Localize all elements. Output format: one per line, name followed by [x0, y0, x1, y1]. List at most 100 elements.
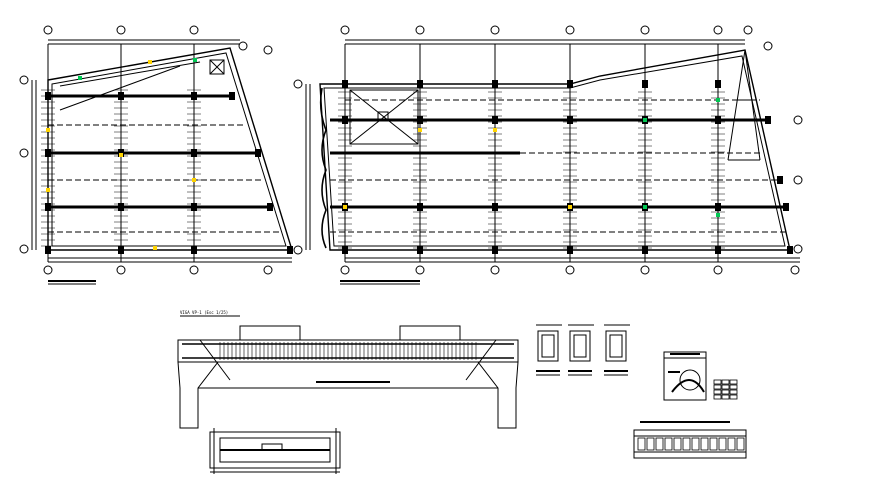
footing-cells: [637, 437, 745, 451]
column: [783, 203, 789, 211]
legend-cell: [721, 394, 730, 400]
yellow-marker: [568, 205, 572, 209]
column: [765, 116, 771, 124]
footing-cell: [691, 437, 700, 451]
section-core: [541, 334, 555, 358]
grid-bubbles-side-left: [19, 75, 29, 254]
legend-cell: [713, 394, 722, 400]
legend-cell: [729, 384, 738, 390]
column: [715, 116, 721, 124]
column: [417, 80, 423, 88]
grid-bubbles-bottom-right: [340, 265, 800, 275]
column: [567, 80, 573, 88]
column: [255, 149, 261, 157]
column: [417, 246, 423, 254]
green-marker: [78, 76, 82, 80]
green-marker: [716, 98, 720, 102]
legend-cell: [729, 394, 738, 400]
legend-cell: [729, 389, 738, 395]
section-core: [609, 334, 623, 358]
beam-plan-detail: [209, 428, 341, 474]
column: [642, 80, 648, 88]
legend-cell: [721, 384, 730, 390]
yellow-marker: [46, 128, 50, 132]
grid-bubbles-top-left: [43, 25, 273, 55]
legend-block: [663, 351, 707, 401]
column: [492, 80, 498, 88]
yellow-marker: [343, 205, 347, 209]
legend-cell: [713, 384, 722, 390]
column: [229, 92, 235, 100]
column: [777, 176, 783, 184]
footing-cell: [637, 437, 646, 451]
footing-cell: [736, 437, 745, 451]
yellow-marker: [192, 178, 196, 182]
column: [45, 246, 51, 254]
grid-bubbles-side-right: [293, 79, 803, 255]
column: [492, 246, 498, 254]
yellow-marker: [46, 188, 50, 192]
legend-cell: [713, 389, 722, 395]
column-section: [569, 330, 591, 362]
green-marker: [643, 118, 647, 122]
column: [715, 80, 721, 88]
column: [715, 203, 721, 211]
yellow-marker: [153, 246, 157, 250]
section-core: [573, 334, 587, 358]
column: [191, 246, 197, 254]
footing-cell: [682, 437, 691, 451]
green-marker: [716, 213, 720, 217]
legend-cell: [721, 379, 730, 385]
legend-cell: [729, 379, 738, 385]
footing-cell: [655, 437, 664, 451]
column: [118, 246, 124, 254]
beam-stirrups: [219, 342, 477, 360]
footing-cell: [664, 437, 673, 451]
footing-cell: [700, 437, 709, 451]
right-plan-columns: [338, 80, 793, 254]
left-plan-title-bar: [48, 280, 96, 285]
column: [267, 203, 273, 211]
column: [342, 246, 348, 254]
left-plan-columns: [41, 89, 293, 254]
column: [342, 80, 348, 88]
green-marker: [643, 205, 647, 209]
column: [191, 149, 197, 157]
yellow-marker: [493, 128, 497, 132]
grid-bubbles-top-right: [340, 25, 773, 51]
right-plan-title-bar: [340, 280, 420, 285]
column: [642, 246, 648, 254]
green-marker: [193, 58, 197, 62]
column: [492, 116, 498, 124]
column-sections: [536, 324, 630, 376]
yellow-marker: [418, 128, 422, 132]
right-floor-plan: [293, 25, 803, 275]
column: [45, 203, 51, 211]
yellow-marker: [148, 60, 152, 64]
legend-cell: [721, 389, 730, 395]
column: [342, 116, 348, 124]
column-markers: [46, 58, 720, 250]
column: [417, 203, 423, 211]
column: [191, 203, 197, 211]
column: [287, 246, 293, 254]
column-section: [605, 330, 627, 362]
column: [417, 116, 423, 124]
column: [45, 149, 51, 157]
column: [567, 246, 573, 254]
footing-cell: [727, 437, 736, 451]
grid-bubbles-bottom-left: [43, 265, 273, 275]
column: [492, 203, 498, 211]
column: [118, 203, 124, 211]
column-section: [537, 330, 559, 362]
footing-cell: [718, 437, 727, 451]
footing-cell: [709, 437, 718, 451]
legend-cell: [713, 379, 722, 385]
footing-schedule: [633, 421, 747, 459]
column: [787, 246, 793, 254]
legend-table: [713, 379, 738, 400]
footing-cell: [646, 437, 655, 451]
yellow-marker: [119, 153, 123, 157]
